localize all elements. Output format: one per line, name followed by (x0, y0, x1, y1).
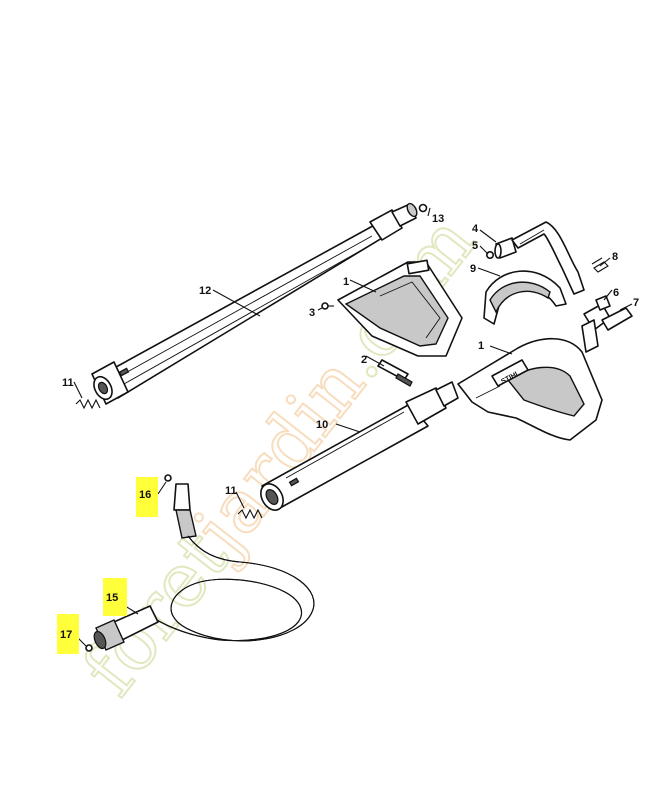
callout-16-highlight (136, 477, 158, 517)
part-10-extension-tube (260, 381, 459, 511)
part-17-o-ring (85, 644, 93, 652)
part-13-o-ring (418, 203, 428, 213)
callout-label-3: 3 (309, 307, 315, 319)
callout-label-5: 5 (472, 240, 478, 252)
part-16-hose-connector (164, 474, 197, 539)
callout-label-11b: 11 (225, 485, 237, 497)
callout-label-11a: 11 (62, 377, 74, 389)
part-4-nipple (494, 237, 517, 259)
callout-label-15: 15 (106, 592, 118, 604)
callout-label-13: 13 (432, 213, 444, 225)
callout-17-highlight (57, 614, 79, 654)
part-9-trigger (483, 270, 567, 325)
callout-label-6: 6 (613, 287, 619, 299)
callout-label-12: 12 (199, 285, 211, 297)
part-1b-handle-body: STIHL (457, 338, 603, 441)
callout-label-2: 2 (361, 354, 367, 366)
part-12-lance-tube (91, 202, 418, 405)
leader-lines (73, 207, 633, 647)
callout-label-1b: 1 (478, 340, 484, 352)
callout-label-16: 16 (139, 489, 151, 501)
part-2-trigger-pin (377, 359, 413, 387)
callouts: 1 1 2 3 4 5 6 7 8 9 10 11 11 12 13 15 16… (57, 213, 639, 654)
callout-label-17: 17 (60, 629, 72, 641)
part-15-hose (93, 535, 315, 651)
callout-label-4: 4 (472, 223, 479, 235)
callout-label-8: 8 (612, 251, 618, 263)
callout-label-10: 10 (316, 419, 328, 431)
callout-15-highlight (103, 578, 127, 616)
part-11a-spring (75, 398, 101, 410)
part-1a-handle-half (337, 259, 463, 357)
part-3-screw (321, 302, 334, 310)
part-11b-spring (237, 508, 263, 520)
part-6-valve (581, 295, 633, 353)
part-5-o-ring (485, 251, 494, 260)
callout-label-1a: 1 (343, 276, 349, 288)
part-7-tube (511, 221, 585, 295)
callout-label-7: 7 (633, 297, 639, 309)
part-8-clip (591, 257, 609, 273)
callout-label-9: 9 (470, 263, 476, 275)
